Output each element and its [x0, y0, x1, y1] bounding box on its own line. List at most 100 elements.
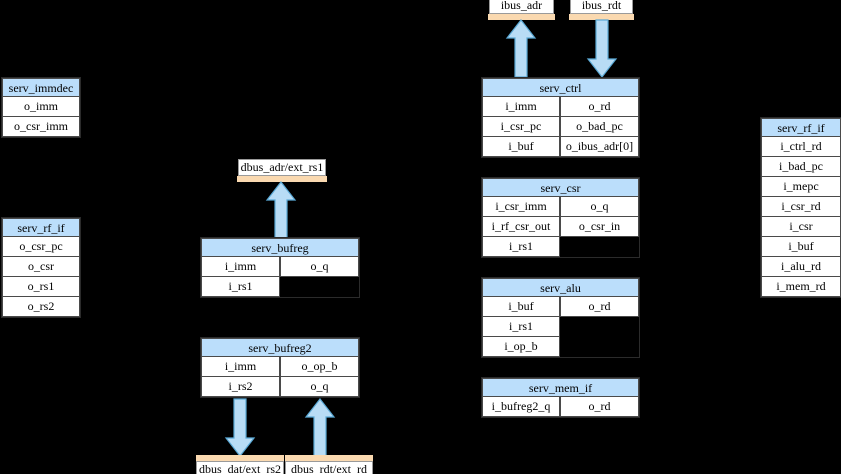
module-title: serv_mem_if	[482, 378, 639, 397]
port-cell-blank	[560, 337, 639, 357]
module-row: i_op_b	[482, 337, 639, 357]
port-label-ibus-rdt: ibus_rdt	[570, 0, 633, 14]
module-row: o_csr_imm	[2, 117, 80, 137]
port-cell-out: o_rd	[560, 297, 639, 317]
port-cell-out: o_q	[560, 197, 639, 217]
module-row: i_rs1	[482, 317, 639, 337]
port-cell-in: i_rs1	[201, 277, 281, 297]
port-cell: o_csr_pc	[2, 237, 80, 257]
module-row: i_ctrl_rd	[761, 137, 841, 157]
arrow-ibus-rdt-down	[586, 19, 618, 78]
port-cell: i_csr_rd	[761, 197, 841, 217]
port-label-dbus-dat-ext-rs2: dbus_dat/ext_rs2	[196, 461, 284, 474]
port-label-ibus-adr: ibus_adr	[489, 0, 554, 14]
module-row: i_rf_csr_out o_csr_in	[482, 217, 639, 237]
module-row: i_csr_imm o_q	[482, 197, 639, 217]
module-title: serv_immdec	[2, 78, 80, 97]
module-row: o_csr	[2, 257, 80, 277]
port-cell-in: i_rs1	[482, 237, 561, 257]
module-row: i_buf o_rd	[482, 297, 639, 317]
arrow-bufreg2-q-up	[304, 398, 336, 457]
port-label-dbus-adr-ext-rs1: dbus_adr/ext_rs1	[238, 159, 326, 176]
module-row: o_rs1	[2, 277, 80, 297]
port-cell-out: o_op_b	[280, 357, 359, 377]
module-row: i_alu_rd	[761, 257, 841, 277]
module-row: i_csr_pc o_bad_pc	[482, 117, 639, 137]
module-row: i_buf	[761, 237, 841, 257]
port-bar-dbus-adr-ext-rs1	[237, 176, 327, 182]
module-title: serv_alu	[482, 278, 639, 297]
port-cell-out: o_csr_in	[560, 217, 639, 237]
port-cell-out: o_q	[280, 377, 359, 397]
module-title: serv_bufreg	[201, 238, 359, 257]
port-cell-out: o_rd	[560, 397, 639, 417]
port-label-dbus-rdt-ext-rd: dbus_rdt/ext_rd	[285, 461, 373, 474]
port-cell-in: i_imm	[201, 357, 280, 377]
module-title: serv_csr	[482, 178, 639, 197]
module-row: i_mepc	[761, 177, 841, 197]
module-row: i_buf o_ibus_adr[0]	[482, 137, 639, 157]
module-row: i_rs1	[201, 277, 359, 297]
port-cell-in: i_csr_imm	[482, 197, 560, 217]
module-serv-immdec: serv_immdec o_imm o_csr_imm	[1, 77, 81, 138]
module-row: i_bad_pc	[761, 157, 841, 177]
arrow-ibus-adr-up	[505, 19, 537, 78]
module-serv-bufreg: serv_bufreg i_imm o_q i_rs1	[200, 237, 360, 298]
module-serv-rf-if-left: serv_rf_if o_csr_pc o_csr o_rs1 o_rs2	[1, 217, 81, 318]
port-cell: i_alu_rd	[761, 257, 841, 277]
port-cell-in: i_op_b	[482, 337, 561, 357]
module-title: serv_rf_if	[761, 118, 841, 137]
port-cell-in: i_rs2	[201, 377, 280, 397]
module-title: serv_ctrl	[482, 78, 639, 97]
port-bar-dbus-rdt-ext-rd	[285, 455, 373, 461]
port-cell: o_csr_imm	[2, 117, 80, 137]
port-cell-in: i_buf	[482, 137, 560, 157]
module-serv-mem-if: serv_mem_if i_bufreg2_q o_rd	[481, 377, 640, 418]
port-cell-out: o_bad_pc	[560, 117, 639, 137]
module-serv-rf-if-right: serv_rf_if i_ctrl_rd i_bad_pc i_mepc i_c…	[760, 117, 841, 298]
port-cell: i_mem_rd	[761, 277, 841, 297]
port-cell-in: i_rf_csr_out	[482, 217, 560, 237]
module-title: serv_bufreg2	[201, 338, 359, 357]
port-cell-in: i_imm	[201, 257, 280, 277]
port-cell-in: i_csr_pc	[482, 117, 560, 137]
module-row: i_imm o_q	[201, 257, 359, 277]
module-serv-bufreg2: serv_bufreg2 i_imm o_op_b i_rs2 o_q	[200, 337, 360, 398]
arrow-bufreg2-rs2-down	[224, 398, 256, 457]
module-row: i_mem_rd	[761, 277, 841, 297]
module-serv-csr: serv_csr i_csr_imm o_q i_rf_csr_out o_cs…	[481, 177, 640, 258]
module-serv-ctrl: serv_ctrl i_imm o_rd i_csr_pc o_bad_pc i…	[481, 77, 640, 158]
port-cell-in: i_buf	[482, 297, 560, 317]
module-row: i_csr	[761, 217, 841, 237]
module-row: i_imm o_op_b	[201, 357, 359, 377]
port-cell: o_rs2	[2, 297, 80, 317]
module-row: o_csr_pc	[2, 237, 80, 257]
port-cell-in: i_rs1	[482, 317, 561, 337]
port-cell-blank	[560, 237, 639, 257]
module-row: o_imm	[2, 97, 80, 117]
port-cell-blank	[560, 317, 639, 337]
module-row: i_bufreg2_q o_rd	[482, 397, 639, 417]
module-row: i_rs2 o_q	[201, 377, 359, 397]
port-cell: i_mepc	[761, 177, 841, 197]
port-bar-ibus-adr	[488, 14, 555, 20]
port-cell: i_csr	[761, 217, 841, 237]
port-cell-in: i_imm	[482, 97, 560, 117]
port-cell-blank	[280, 277, 359, 297]
port-bar-dbus-dat-ext-rs2	[196, 455, 284, 461]
port-cell-out: o_ibus_adr[0]	[560, 137, 639, 157]
port-cell: o_csr	[2, 257, 80, 277]
port-bar-ibus-rdt	[569, 14, 634, 20]
module-title: serv_rf_if	[2, 218, 80, 237]
port-cell: i_bad_pc	[761, 157, 841, 177]
port-cell: o_imm	[2, 97, 80, 117]
port-cell-in: i_bufreg2_q	[482, 397, 560, 417]
module-row: i_csr_rd	[761, 197, 841, 217]
module-row: i_imm o_rd	[482, 97, 639, 117]
module-row: i_rs1	[482, 237, 639, 257]
port-cell-out: o_q	[280, 257, 359, 277]
port-cell: o_rs1	[2, 277, 80, 297]
port-cell-out: o_rd	[560, 97, 639, 117]
port-cell: i_buf	[761, 237, 841, 257]
